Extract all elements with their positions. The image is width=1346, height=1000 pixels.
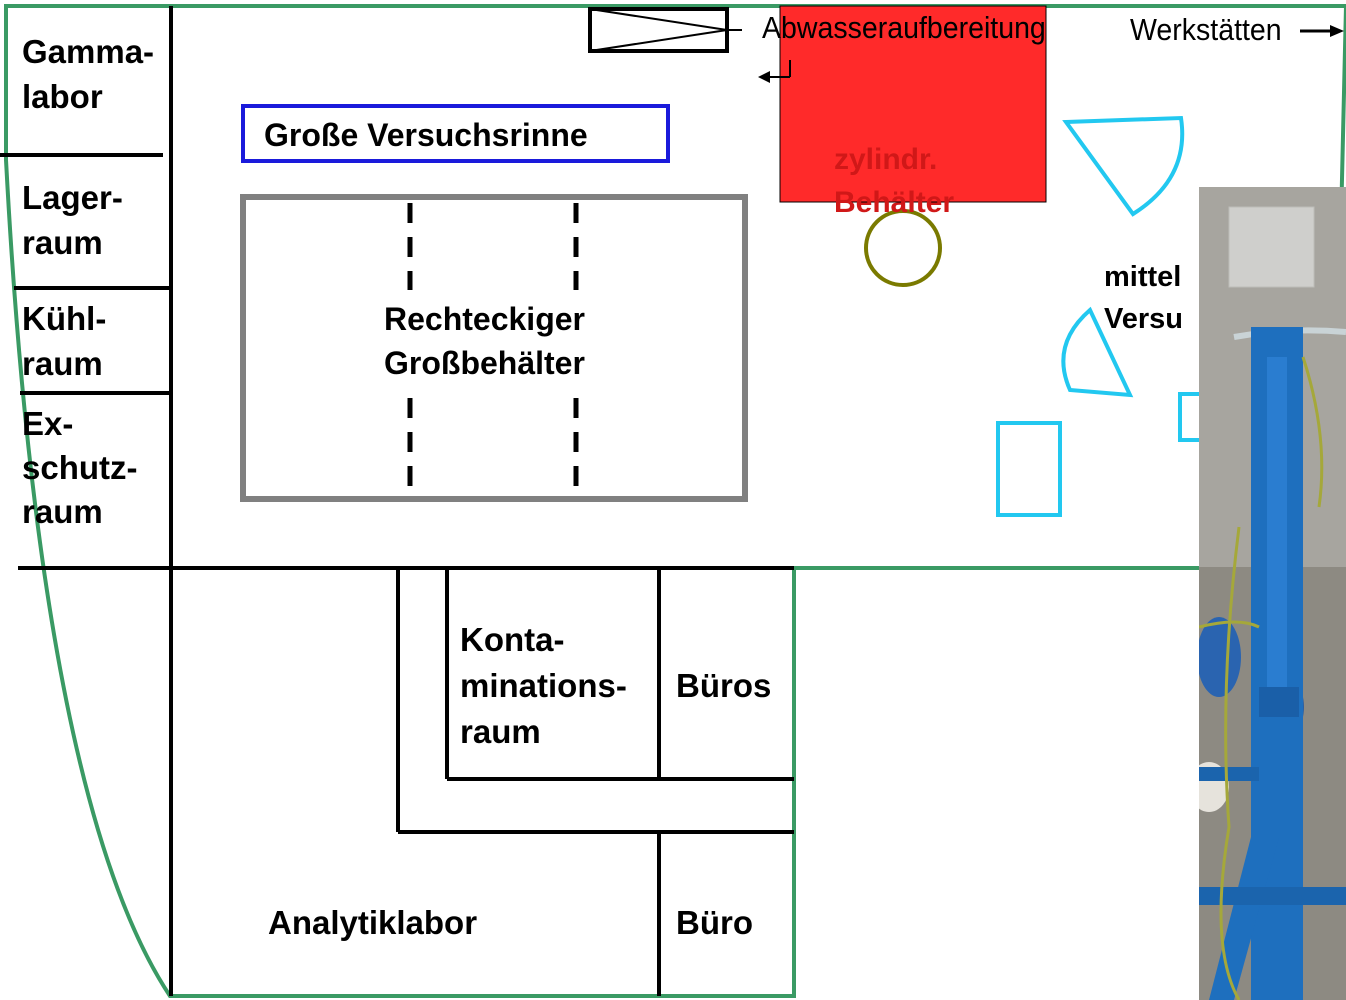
analytiklabor-label: Analytiklabor	[268, 904, 478, 941]
versuchsrinne-box	[241, 104, 670, 163]
abwasser-door-symbol	[588, 7, 729, 53]
abwasseraufbereitung-label: Abwasseraufbereitung	[762, 10, 1046, 45]
buero-label: Büro	[676, 904, 753, 941]
gammalabor-label: Gamma- labor	[22, 33, 155, 115]
abwasser-arrow-head	[758, 71, 770, 83]
red-block	[779, 5, 1047, 203]
kontaminationsraum-label: Konta- minations- raum	[460, 621, 627, 750]
werkstaetten-label: Werkstätten	[1130, 12, 1282, 47]
werkstaetten-arrow-head	[1330, 25, 1344, 37]
kuehlraum-label: Kühl- raum	[22, 300, 107, 382]
mittel-versuch-label: mittel Versu	[1104, 261, 1183, 335]
grossbehaelter-box	[240, 194, 748, 502]
exschutzraum-label: Ex- schutz- raum	[22, 405, 138, 530]
cyan-tank-lower	[1061, 306, 1134, 398]
zylindr-behaelter-circle	[864, 209, 942, 287]
lagerraum-label: Lager- raum	[22, 179, 123, 261]
cyan-tank-upper	[1062, 115, 1185, 217]
zylindr-behaelter-label: zylindr. Behälter	[834, 143, 955, 219]
abwasser-door-diagonal	[589, 8, 728, 52]
equipment-photo-drawing	[1199, 187, 1346, 1000]
cyan-rect-left	[996, 421, 1062, 517]
equipment-photo	[1199, 187, 1346, 1000]
grossbehaelter-label: Rechteckiger Großbehälter	[384, 301, 585, 381]
building-outline	[4, 4, 1346, 998]
versuchsrinne-label: Große Versuchsrinne	[264, 117, 588, 153]
bueros-label: Büros	[676, 667, 772, 704]
